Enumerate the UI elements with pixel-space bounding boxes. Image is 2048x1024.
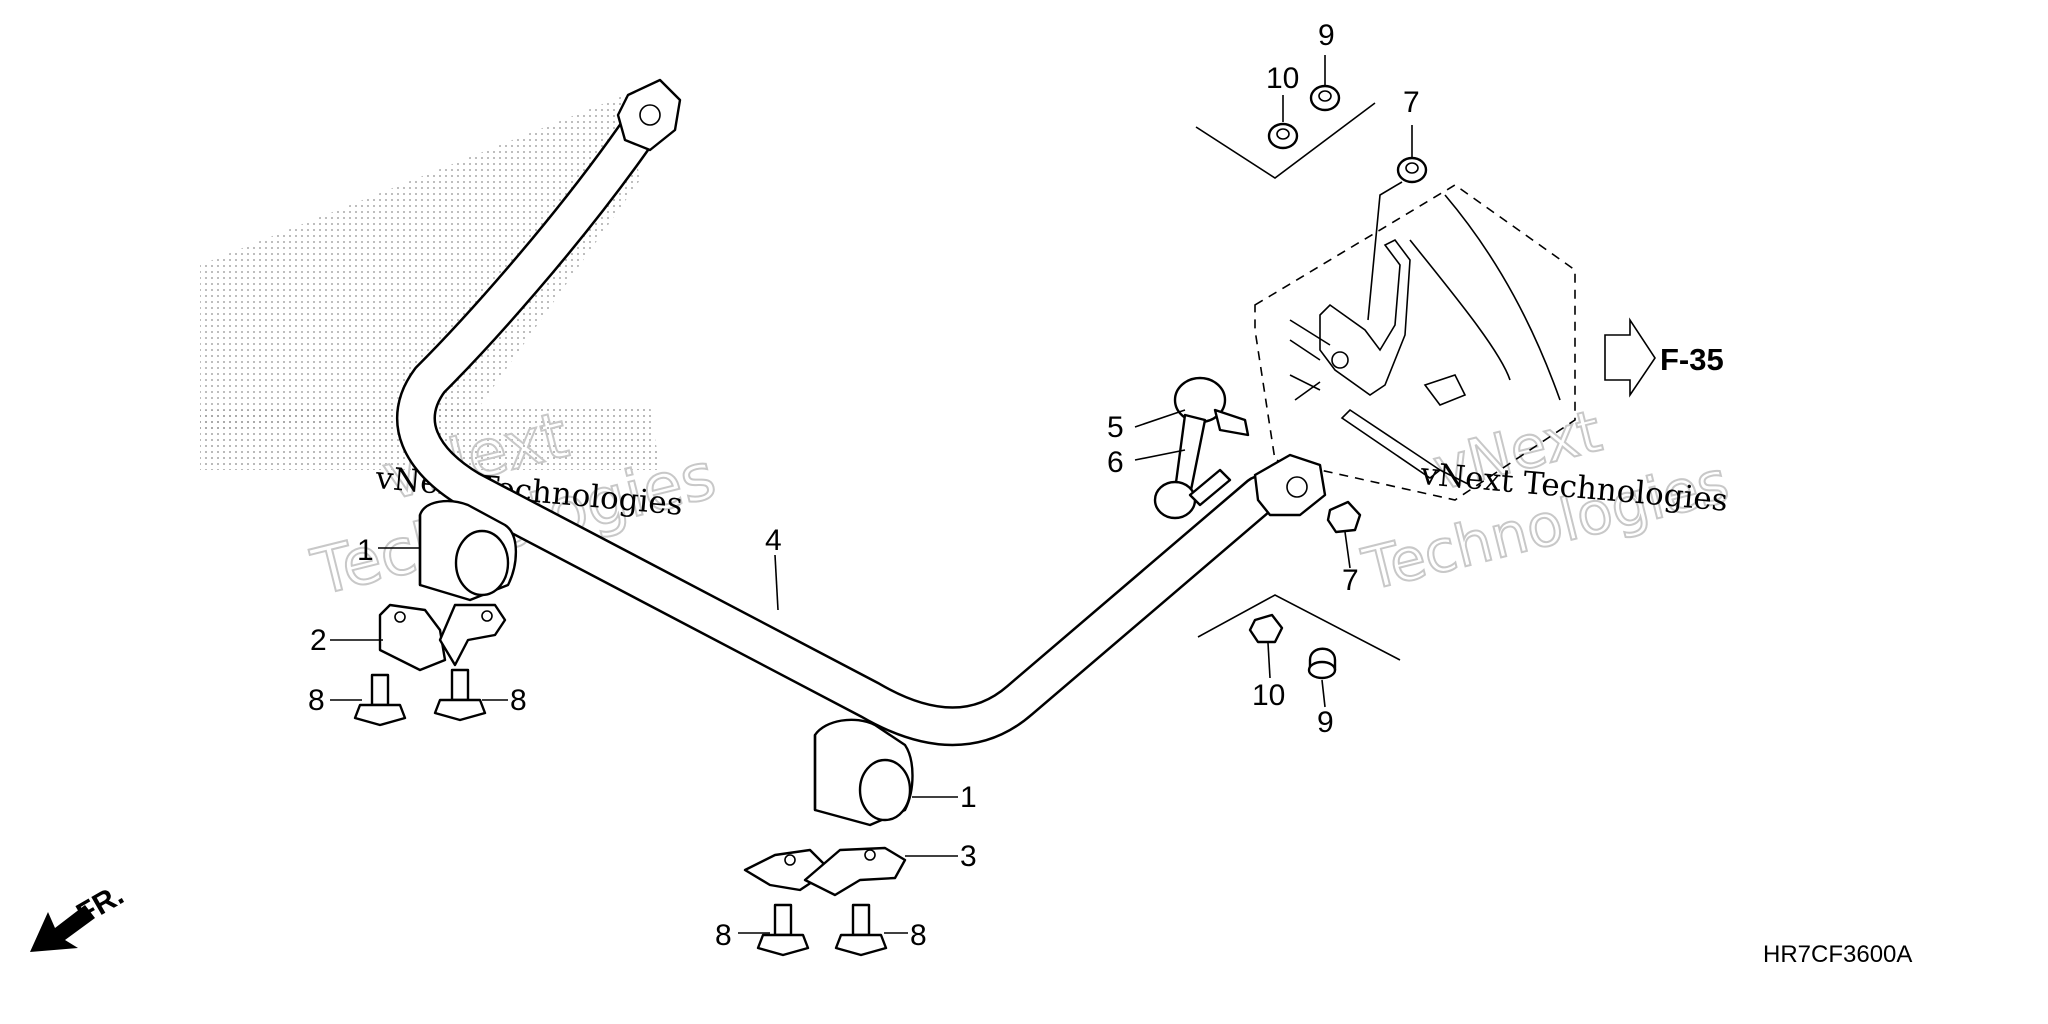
drawing-code: HR7CF3600A bbox=[1763, 941, 1912, 968]
nut-10-bottom bbox=[1248, 613, 1284, 644]
bushing-left bbox=[418, 499, 518, 602]
nut-9-top bbox=[1309, 84, 1341, 112]
nut-10-top bbox=[1267, 122, 1299, 150]
stabilizer-bar bbox=[395, 78, 1327, 747]
callout-9-top: 9 bbox=[1318, 19, 1335, 52]
frame-detail-outline bbox=[1254, 184, 1576, 501]
group-line-top bbox=[1195, 102, 1376, 179]
nut-9-bottom bbox=[1307, 647, 1337, 680]
callout-7-top: 7 bbox=[1403, 86, 1420, 119]
stabilizer-link bbox=[1153, 376, 1250, 520]
callout-8a: 8 bbox=[308, 684, 325, 717]
callout-6: 6 bbox=[1107, 446, 1124, 479]
callout-8b: 8 bbox=[510, 684, 527, 717]
callout-7-bottom: 7 bbox=[1342, 564, 1359, 597]
bushing-center bbox=[813, 718, 914, 827]
nut-7-top bbox=[1396, 156, 1428, 184]
front-arrow-icon bbox=[30, 905, 95, 952]
bolt-8b bbox=[433, 668, 487, 722]
leader-lines bbox=[330, 55, 1413, 934]
group-line-bottom bbox=[1197, 594, 1401, 661]
reference-arrow bbox=[1604, 317, 1656, 398]
reference-label: F-35 bbox=[1660, 342, 1724, 377]
callout-9-bottom: 9 bbox=[1317, 706, 1334, 739]
watermark-right: vNext Technologies vNext Technologies bbox=[1355, 396, 1736, 605]
callout-2: 2 bbox=[310, 624, 327, 657]
frame-bracket bbox=[1289, 194, 1561, 486]
callout-8c: 8 bbox=[715, 919, 732, 952]
bracket-left bbox=[378, 603, 507, 672]
bolt-8c bbox=[756, 903, 810, 957]
callout-1-center: 1 bbox=[960, 781, 977, 814]
callout-1-left: 1 bbox=[357, 534, 374, 567]
callout-3: 3 bbox=[960, 840, 977, 873]
callout-8d: 8 bbox=[910, 919, 927, 952]
bolt-8d bbox=[834, 903, 888, 957]
callout-10-bottom: 10 bbox=[1252, 679, 1285, 712]
callout-4: 4 bbox=[765, 524, 782, 557]
nut-7-bottom bbox=[1326, 500, 1362, 534]
callout-5: 5 bbox=[1107, 411, 1124, 444]
bracket-center bbox=[743, 846, 907, 897]
callout-10-top: 10 bbox=[1266, 62, 1299, 95]
bolt-8a bbox=[353, 673, 407, 727]
